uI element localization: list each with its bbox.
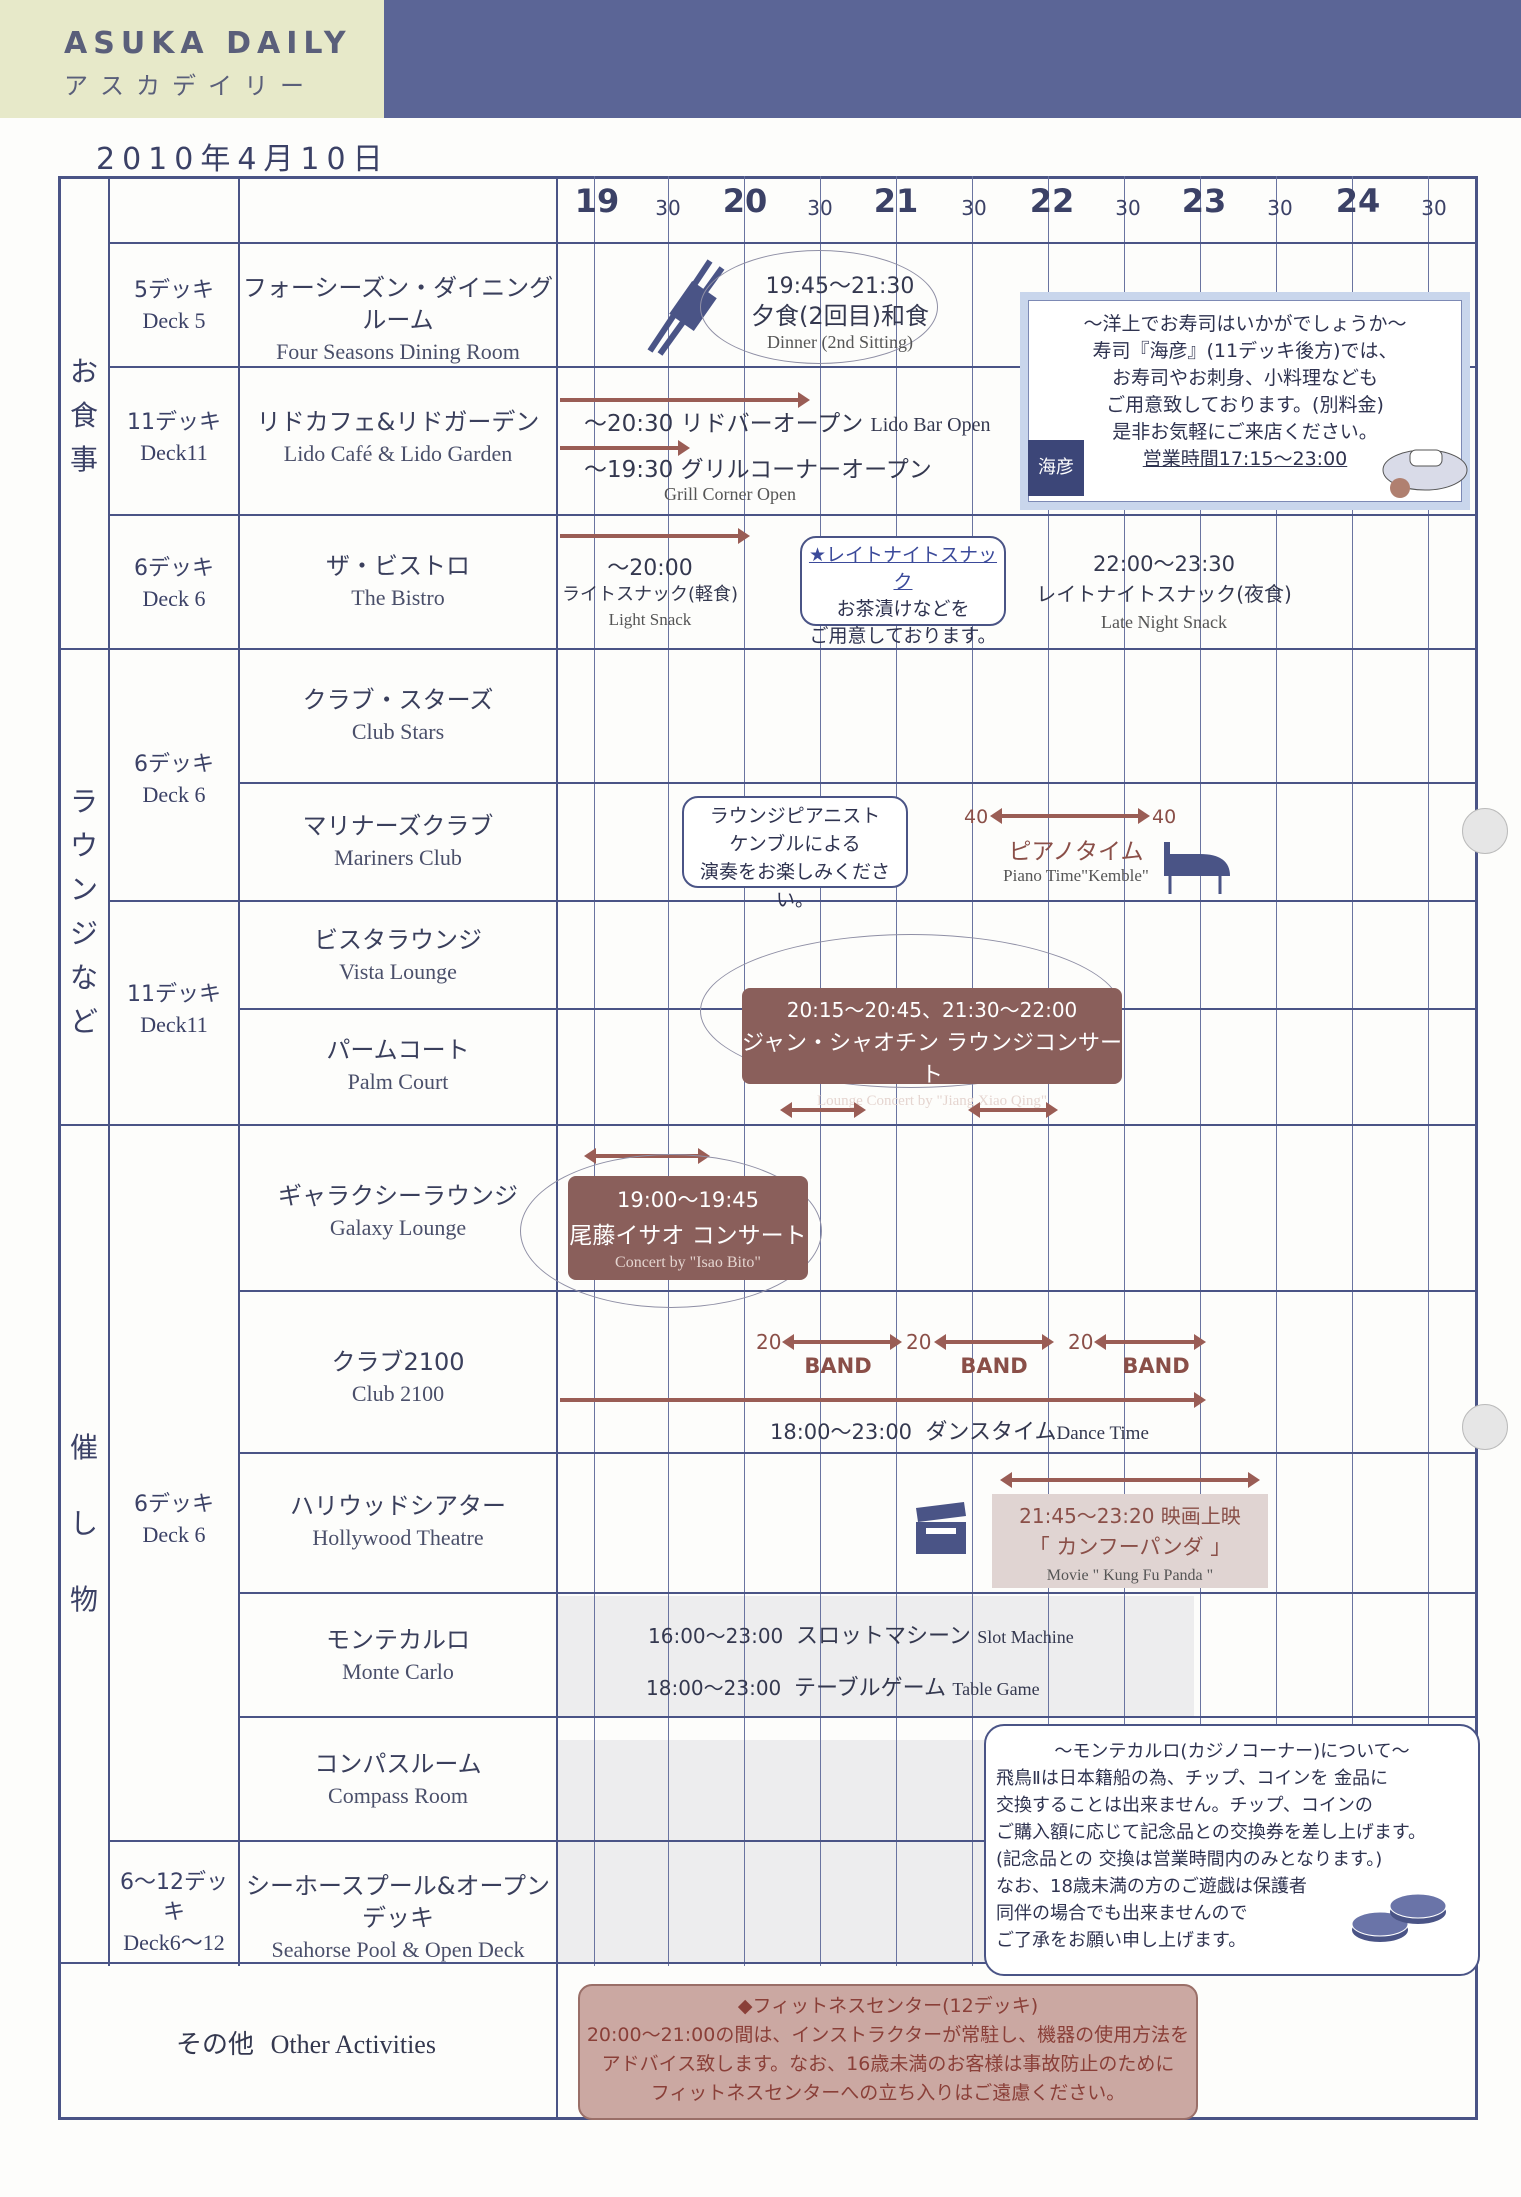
- header-color-band: [384, 0, 1521, 118]
- late-snack-time: 22:00〜23:30: [1092, 552, 1236, 576]
- dance-arrow: [560, 1392, 1206, 1408]
- grill-event-en: Grill Corner Open: [664, 484, 796, 504]
- grill-event: 〜19:30 グリルコーナーオープン: [584, 457, 932, 483]
- band-2-label: BAND: [960, 1354, 1028, 1378]
- band-1-label: BAND: [804, 1354, 872, 1378]
- half-hour-label: 30: [961, 196, 987, 220]
- half-hour-label: 30: [1115, 196, 1141, 220]
- grill-arrow: [560, 440, 690, 456]
- half-hour-label: 30: [807, 196, 833, 220]
- piano-start: 40: [964, 806, 989, 828]
- dinner-time: 19:45〜21:30: [765, 274, 915, 299]
- piano-title: ピアノタイム: [1008, 839, 1144, 865]
- dinner-title: 夕食(2回目)和食: [751, 302, 929, 330]
- late-snack-title-en: Late Night Snack: [1101, 612, 1227, 632]
- galaxy-concert-box: 19:00〜19:45 尾藤イサオ コンサート Concert by "Isao…: [568, 1176, 808, 1280]
- light-snack-title: ライトスナック(軽食): [561, 584, 739, 605]
- category-dining: お食事: [70, 355, 99, 476]
- casino-chips-icon: [1351, 1893, 1447, 1942]
- piano-icon: [1164, 842, 1230, 894]
- band-2-start: 20: [906, 1330, 932, 1354]
- hour-label: 23: [1181, 182, 1227, 220]
- half-hour-label: 30: [1267, 196, 1293, 220]
- lounge-concert-arrow-2: [968, 1102, 1058, 1118]
- schedule-date: 2010年4月10日: [96, 142, 390, 177]
- binder-hole: [1462, 808, 1508, 854]
- clapperboard-icon: [916, 1502, 966, 1554]
- slot-machine-event: 16:00〜23:00 スロットマシーン Slot Machine: [648, 1624, 1074, 1649]
- half-hour-label: 30: [655, 196, 681, 220]
- divider: [238, 176, 240, 1966]
- band-1-start: 20: [756, 1330, 782, 1354]
- lounge-concert-box: 20:15〜20:45、21:30〜22:00 ジャン・シャオチン ラウンジコン…: [742, 988, 1122, 1109]
- header-brand-panel: [0, 0, 384, 118]
- sushi-plate-icon: [1382, 449, 1468, 498]
- band-3-arrow: [1094, 1334, 1206, 1350]
- hour-label: 24: [1335, 182, 1381, 220]
- binder-hole: [1462, 1404, 1508, 1450]
- sushi-logo-stamp: 海彦: [1028, 440, 1084, 496]
- category-lounge: ラウンジなど: [70, 785, 99, 1038]
- half-hour-label: 30: [1421, 196, 1447, 220]
- category-events: 催し物: [70, 1431, 99, 1616]
- pianist-bubble: ラウンジピアニスト ケンブルによる 演奏をお楽しみください。: [682, 796, 908, 911]
- piano-arrow: [990, 808, 1150, 824]
- hour-label: 19: [574, 182, 620, 220]
- divider: [108, 176, 110, 1966]
- publication-title: ASUKA DAILY: [64, 26, 352, 61]
- hour-label: 21: [873, 182, 919, 220]
- late-snack-bubble: ★レイトナイトスナック お茶漬けなどを ご用意しております。: [800, 536, 1006, 647]
- fitness-center-notice: ◆フィットネスセンター(12デッキ) 20:00〜21:00の間は、インストラク…: [578, 1984, 1198, 2120]
- band-3-start: 20: [1068, 1330, 1094, 1354]
- dance-event: 18:00〜23:00 ダンスタイムDance Time: [770, 1420, 1149, 1445]
- hour-label: 22: [1029, 182, 1075, 220]
- piano-title-en: Piano Time"Kemble": [1003, 866, 1149, 885]
- table-game-event: 18:00〜23:00 テーブルゲーム Table Game: [646, 1676, 1040, 1701]
- hour-label: 20: [722, 182, 768, 220]
- band-2-arrow: [934, 1334, 1054, 1350]
- other-activities-label: その他 Other Activities: [176, 2030, 436, 2060]
- montecarlo-shade: [558, 1596, 1194, 1718]
- light-snack-time: 〜20:00: [607, 556, 693, 581]
- light-snack-title-en: Light Snack: [608, 610, 692, 629]
- lido-bar-event: 〜20:30 リドバーオープン Lido Bar Open: [584, 411, 991, 437]
- lounge-concert-arrow-1: [780, 1102, 866, 1118]
- dinner-title-en: Dinner (2nd Sitting): [767, 332, 913, 352]
- lido-bar-arrow: [560, 392, 810, 408]
- light-snack-arrow: [560, 528, 750, 544]
- piano-end: 40: [1152, 806, 1177, 828]
- divider: [556, 176, 558, 2120]
- band-3-label: BAND: [1122, 1354, 1190, 1378]
- late-snack-title: レイトナイトスナック(夜食): [1036, 582, 1292, 606]
- band-1-arrow: [782, 1334, 902, 1350]
- movie-arrow: [1000, 1472, 1260, 1488]
- publication-subtitle: アスカデイリー: [64, 72, 316, 100]
- movie-box: 21:45〜23:20 映画上映 「 カンフーパンダ 」 Movie " Kun…: [992, 1494, 1268, 1588]
